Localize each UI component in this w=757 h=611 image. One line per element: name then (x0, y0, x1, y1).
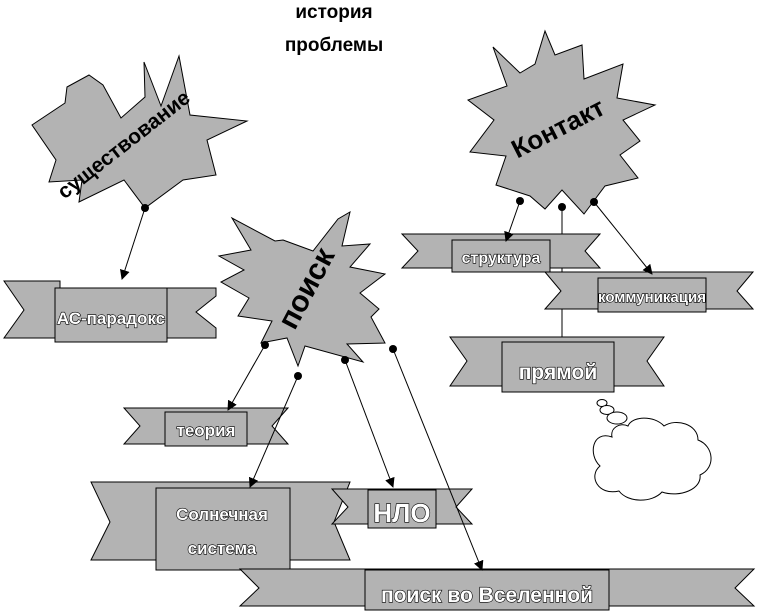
arrow-search-solar-system (248, 375, 299, 488)
thought-bubble-medium (599, 405, 615, 415)
diagram-title-line-2: проблемы (285, 35, 383, 56)
banner-ufo: НЛО (330, 488, 474, 529)
dot-contact-1 (516, 197, 524, 205)
dot-existence (141, 204, 149, 212)
banner-universe-face (364, 569, 610, 611)
dot-search-3 (341, 356, 349, 364)
arrow-existence-ac-paradox (120, 207, 146, 280)
dot-contact-2 (558, 203, 566, 211)
banner-direct-label: прямой (519, 361, 597, 384)
banner-ac-paradox-face (54, 287, 168, 343)
banner-ufo-label: НЛО (373, 498, 430, 528)
star-existence-shape (31, 54, 249, 209)
star-contact-shape (466, 29, 657, 215)
thought-cloud (592, 399, 712, 501)
arrow-search-universe (392, 348, 484, 571)
banner-solar-system-face (155, 487, 291, 571)
banner-solar-system-label-line-2: система (188, 539, 257, 558)
banner-communication-label: коммуникация (598, 289, 706, 306)
thought-cloud-body (592, 417, 712, 501)
banner-direct-face (501, 341, 615, 393)
arrow-search-ufo (344, 359, 395, 488)
banner-universe: поиск во Вселенной (238, 568, 756, 611)
banner-communication: коммуникация (543, 271, 755, 313)
diagram-title-line-1: история (295, 2, 372, 23)
banner-structure-label: структура (462, 250, 541, 267)
star-existence: существование (31, 54, 249, 209)
banner-ufo-face (367, 489, 437, 529)
banner-universe-label: поиск во Вселенной (381, 584, 593, 607)
arrow-contact-structure (504, 200, 521, 242)
dot-search-1 (261, 341, 269, 349)
banner-theory-face (164, 411, 248, 447)
banner-solar-system-label-line-1: Солнечная (176, 505, 268, 524)
star-search: поиск (217, 210, 387, 368)
star-contact: Контакт (466, 29, 657, 215)
banner-ac-paradox-label: АС-парадокс (57, 309, 165, 328)
dot-contact-3 (590, 198, 598, 206)
banner-communication-face (597, 277, 707, 313)
arrow-contact-communication (593, 201, 653, 275)
dot-search-2 (294, 372, 302, 380)
banner-direct: прямой (449, 336, 665, 393)
banner-theory: теория (122, 407, 290, 447)
banner-structure-face (451, 239, 551, 273)
arrow-search-theory (227, 344, 266, 411)
banner-structure: структура (400, 233, 602, 273)
connector-dots (141, 197, 598, 380)
banner-theory-label: теория (177, 421, 236, 440)
thought-bubble-large (606, 411, 628, 425)
star-search-shape (217, 210, 387, 368)
arrows (120, 200, 653, 571)
dot-search-4 (389, 345, 397, 353)
banner-solar-system: Солнечная система (90, 481, 351, 571)
banner-ac-paradox: АС-парадокс (3, 280, 217, 343)
